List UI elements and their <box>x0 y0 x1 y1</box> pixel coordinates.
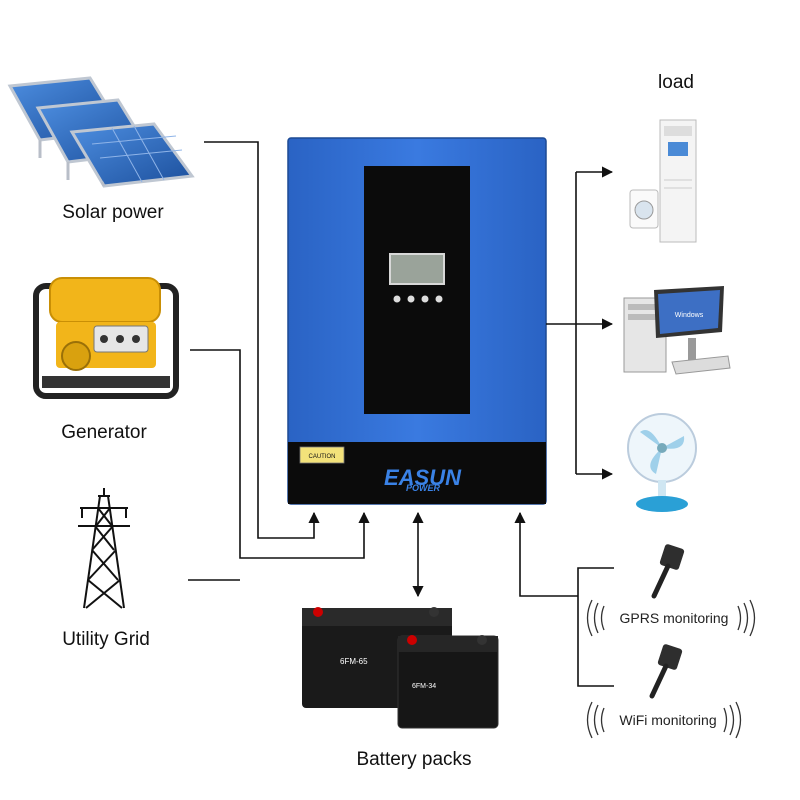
solar-power-label: Solar power <box>62 202 164 223</box>
solar-panel-icon <box>7 76 195 188</box>
electric-fan-icon <box>627 413 697 512</box>
wire-solar <box>204 141 320 539</box>
svg-text:Windows: Windows <box>675 312 704 319</box>
svg-text:6FM-34: 6FM-34 <box>412 683 436 690</box>
desktop-computer-icon: Windows <box>623 286 731 375</box>
battery-pack-icon: 6FM-65 6FM-34 <box>302 607 499 729</box>
transmission-tower-icon <box>78 488 130 609</box>
easun-logo: EASUN POWER <box>384 465 462 493</box>
inverter-unit: CAUTION EASUN POWER <box>287 137 547 505</box>
gprs-monitoring-label: GPRS monitoring <box>619 610 729 626</box>
inverter-display <box>389 253 445 285</box>
inverter-buttons <box>393 295 443 303</box>
wifi-dongle-icon <box>649 644 683 699</box>
wire-generator <box>190 349 370 559</box>
wifi-monitoring-label: WiFi monitoring <box>619 712 717 728</box>
gprs-dongle-icon <box>651 544 685 599</box>
caution-label: CAUTION <box>299 446 345 464</box>
connection-wires <box>188 141 614 687</box>
svg-text:CAUTION: CAUTION <box>309 454 336 460</box>
generator-icon <box>33 277 179 399</box>
svg-text:POWER: POWER <box>406 483 441 493</box>
svg-text:EASUN: EASUN <box>384 465 462 490</box>
utility-grid-label: Utility Grid <box>62 629 150 650</box>
generator-label: Generator <box>61 422 147 443</box>
signal-waves-icon <box>586 599 756 739</box>
load-title: load <box>658 72 694 93</box>
wire-monitoring <box>514 511 578 597</box>
wire-monitoring-branch <box>577 567 614 687</box>
air-conditioner-icon <box>629 119 697 243</box>
svg-text:6FM-65: 6FM-65 <box>340 657 368 666</box>
battery-packs-label: Battery packs <box>356 749 472 770</box>
